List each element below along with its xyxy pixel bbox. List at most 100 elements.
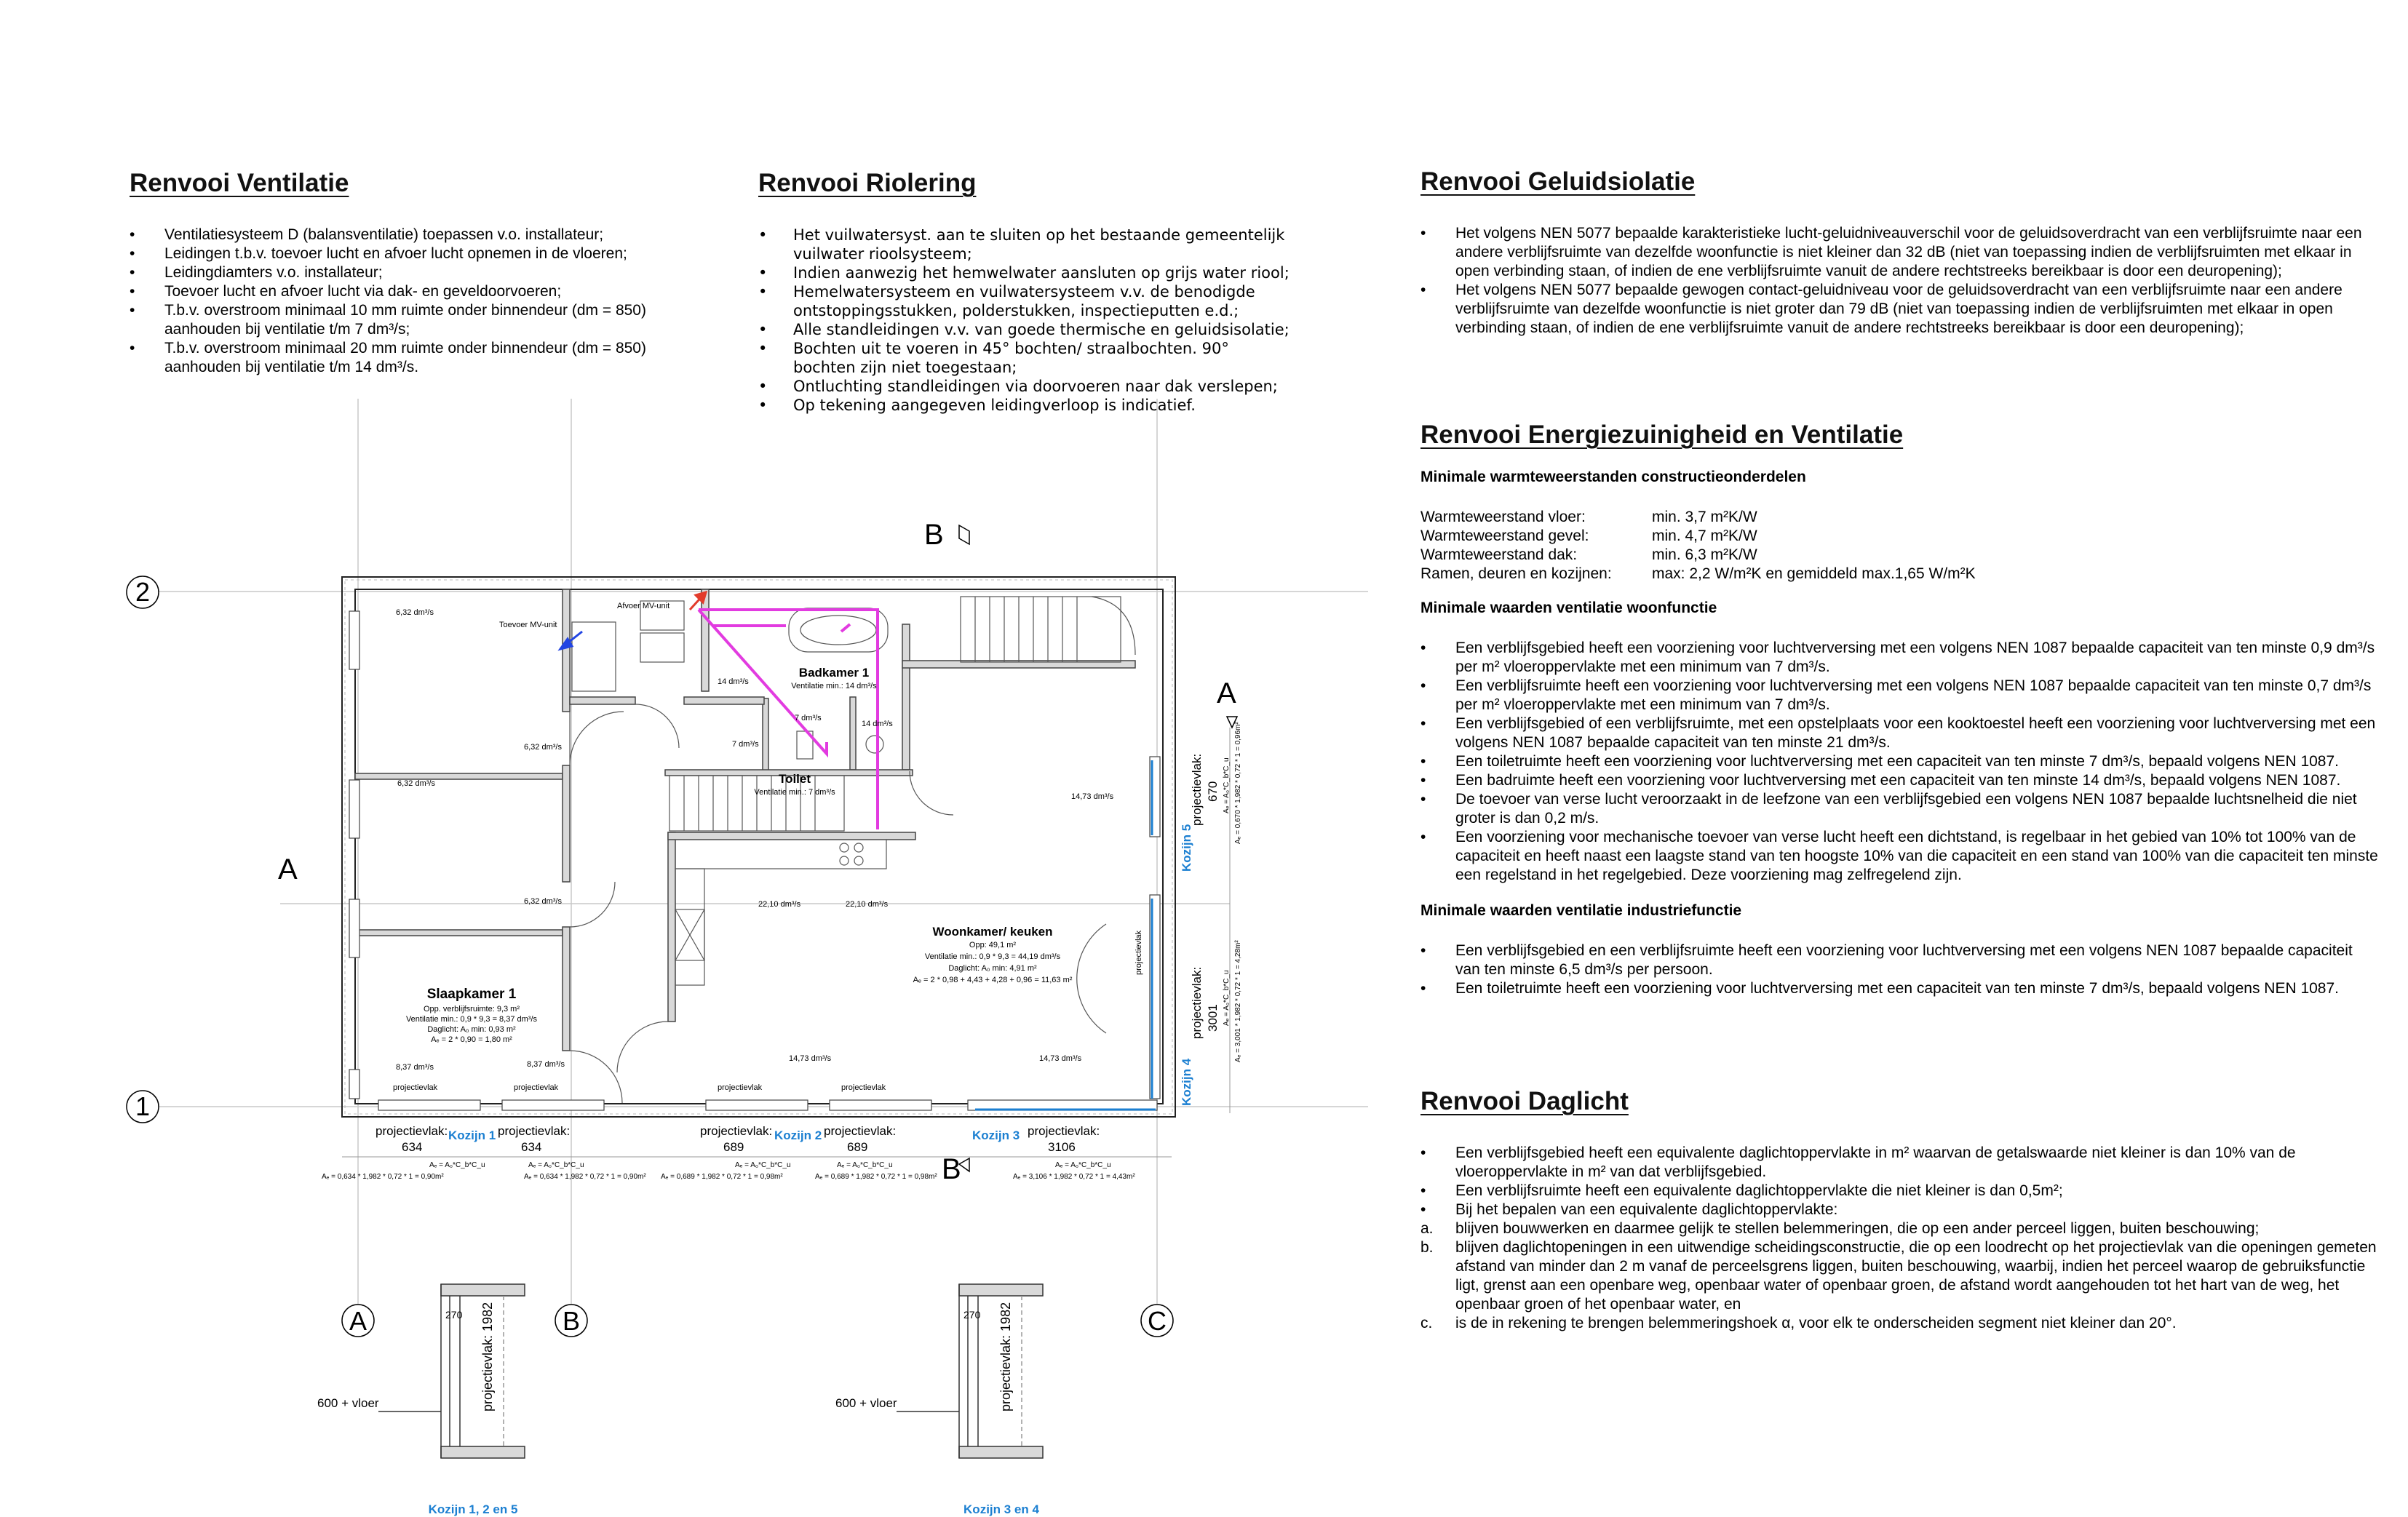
svg-text:projectievlak: projectievlak (718, 1083, 763, 1092)
svg-text:6,32 dm³/s: 6,32 dm³/s (397, 779, 435, 788)
list-item: Een toiletruimte heeft een voorziening v… (1420, 979, 2381, 998)
detail-caption-2: Kozijn 3 en 4 (963, 1502, 1039, 1516)
svg-text:270: 270 (963, 1309, 981, 1321)
energie-subtitle-woon: Minimale waarden ventilatie woonfunctie (1420, 600, 1717, 616)
svg-text:projectievlak: projectievlak (393, 1083, 438, 1092)
list-item: Ontluchting standleidingen via doorvoere… (758, 377, 1290, 396)
svg-text:3106: 3106 (1048, 1140, 1076, 1154)
svg-text:6,32 dm³/s: 6,32 dm³/s (524, 897, 562, 906)
kozijn-4-label: Kozijn 4 (1180, 1058, 1193, 1106)
svg-text:14,73 dm³/s: 14,73 dm³/s (789, 1054, 832, 1063)
list-item: Leidingen t.b.v. toevoer lucht en afvoer… (130, 244, 697, 263)
daglicht-section: Renvooi Daglicht Een verblijfsgebied hee… (1420, 1087, 2381, 1333)
svg-text:670: 670 (1206, 781, 1220, 802)
list-item: Ventilatiesysteem D (balansventilatie) t… (130, 226, 697, 244)
list-item: Leidingdiamters v.o. installateur; (130, 263, 697, 282)
svg-text:Aₑ = 0,670 * 1,982 * 0,72 * 1: Aₑ = 0,670 * 1,982 * 0,72 * 1 = 0,96m² (1234, 722, 1242, 844)
svg-text:Aₑ = A₀*C_b*C_u: Aₑ = A₀*C_b*C_u (735, 1161, 791, 1169)
svg-text:22,10 dm³/s: 22,10 dm³/s (846, 900, 889, 909)
kozijn-5-label: Kozijn 5 (1180, 824, 1193, 872)
section-marker-b-bottom: B (942, 1153, 961, 1185)
svg-text:Aₑ = A₀*C_b*C_u: Aₑ = A₀*C_b*C_u (528, 1161, 584, 1169)
svg-text:Aₑ = 0,689 * 1,982 * 0,72 * 1: Aₑ = 0,689 * 1,982 * 0,72 * 1 = 0,98m² (661, 1173, 783, 1181)
warmte-row: Warmteweerstand vloer:min. 3,7 m²K/W (1420, 509, 1757, 525)
window-detail-labels: projectievlak: 1982 projectievlak: 1982 … (317, 1302, 1039, 1516)
interior-walls (354, 589, 1136, 1051)
svg-text:6,32 dm³/s: 6,32 dm³/s (524, 743, 562, 752)
svg-text:689: 689 (847, 1140, 867, 1154)
svg-text:Ventilatie min.: 14 dm³/s: Ventilatie min.: 14 dm³/s (791, 682, 877, 690)
grid-marker-b (555, 1304, 588, 1337)
svg-text:Aₑ = 2 * 0,98 + 4,43 + 4,28 +: Aₑ = 2 * 0,98 + 4,43 + 4,28 + 0,96 = 11,… (913, 976, 1073, 984)
kozijn-2-label: Kozijn 2 (774, 1128, 822, 1142)
kitchen-counter (675, 839, 887, 986)
svg-text:projectievlak:: projectievlak: (824, 1124, 896, 1138)
svg-text:689: 689 (723, 1140, 744, 1154)
svg-text:Aₑ = 0,634 * 1,982 * 0,72 * 1: Aₑ = 0,634 * 1,982 * 0,72 * 1 = 0,90m² (524, 1173, 646, 1181)
list-item: Het vuilwatersyst. aan te sluiten op het… (758, 226, 1290, 263)
list-item: Een verblijfsgebied en een verblijfsruim… (1420, 941, 2381, 979)
list-item: Een verblijfsruimte heeft een equivalent… (1420, 1182, 2381, 1201)
svg-text:Daglicht: A₀ min: 0,93 m²: Daglicht: A₀ min: 0,93 m² (427, 1025, 516, 1034)
svg-text:Ventilatie min.: 7 dm³/s: Ventilatie min.: 7 dm³/s (754, 788, 835, 797)
list-item: Indien aanwezig het hemwelwater aanslute… (758, 263, 1290, 282)
door-swings (569, 704, 1107, 1104)
woonfunctie-list: Een verblijfsgebied heeft een voorzienin… (1420, 639, 2381, 885)
svg-text:7 dm³/s: 7 dm³/s (732, 740, 759, 749)
grid-markers: 2 1 A B C (126, 576, 1174, 1337)
ventilation-arrows (557, 590, 708, 651)
grid-marker-1 (126, 1090, 159, 1123)
svg-text:projectievlak:: projectievlak: (700, 1124, 772, 1138)
svg-text:6,32 dm³/s: 6,32 dm³/s (396, 608, 434, 617)
svg-text:Aₑ = 0,634 * 1,982 * 0,72 * 1: Aₑ = 0,634 * 1,982 * 0,72 * 1 = 0,90m² (322, 1173, 444, 1181)
svg-text:Aₑ = 3,001 * 1,982 * 0,72 * 1: Aₑ = 3,001 * 1,982 * 0,72 * 1 = 4,28m² (1234, 940, 1242, 1062)
svg-text:projectievlak:: projectievlak: (1190, 754, 1204, 826)
list-item: a.blijven bouwwerken en daarmee gelijk t… (1420, 1220, 2260, 1237)
section-marker-b-top: B (924, 519, 944, 551)
svg-text:B: B (563, 1306, 580, 1336)
svg-text:14,73 dm³/s: 14,73 dm³/s (1039, 1054, 1082, 1063)
svg-text:14 dm³/s: 14 dm³/s (718, 677, 749, 686)
list-item: Een verblijfsruimte heeft een voorzienin… (1420, 677, 2381, 714)
svg-text:projectievlak: projectievlak (1135, 930, 1143, 975)
list-item: T.b.v. overstroom minimaal 10 mm ruimte … (130, 301, 697, 339)
window-detail-1 (378, 1283, 525, 1459)
svg-text:Aₑ = A₀*C_b*C_u: Aₑ = A₀*C_b*C_u (1223, 757, 1231, 813)
svg-text:8,37 dm³/s: 8,37 dm³/s (396, 1063, 434, 1072)
list-item: Toevoer lucht en afvoer lucht via dak- e… (130, 282, 697, 301)
svg-text:Daglicht: A₀ min: 4,91 m²: Daglicht: A₀ min: 4,91 m² (948, 964, 1037, 973)
detail-caption-1: Kozijn 1, 2 en 5 (429, 1502, 518, 1516)
list-item: Op tekening aangegeven leidingverloop is… (758, 396, 1290, 415)
svg-text:projectievlak: projectievlak (841, 1083, 886, 1092)
section-markers: A A B B (278, 519, 1239, 1185)
svg-text:Aₑ = A₀*C_b*C_u: Aₑ = A₀*C_b*C_u (429, 1161, 485, 1169)
kozijn-3-label: Kozijn 3 (972, 1128, 1020, 1142)
list-item: Een verblijfsgebied heeft een equivalent… (1420, 1144, 2381, 1182)
list-item: Hemelwatersysteem en vuilwatersysteem v.… (758, 282, 1290, 320)
svg-text:Aₑ = 3,106 * 1,982 * 0,72 * 1: Aₑ = 3,106 * 1,982 * 0,72 * 1 = 4,43m² (1013, 1173, 1135, 1181)
grid-lines (156, 399, 1368, 1310)
geluid-list: Het volgens NEN 5077 bepaalde karakteris… (1420, 224, 2381, 338)
geluid-section: Renvooi Geluidsiolatie Het volgens NEN 5… (1420, 167, 2381, 338)
flow-labels: 6,32 dm³/s 6,32 dm³/s 6,32 dm³/s 6,32 dm… (396, 602, 1114, 1072)
list-item: Een voorziening voor mechanische toevoer… (1420, 828, 2381, 885)
svg-text:634: 634 (402, 1140, 422, 1154)
list-item: Het volgens NEN 5077 bepaalde karakteris… (1420, 224, 2381, 281)
list-item: Een toiletruimte heeft een voorziening v… (1420, 752, 2381, 771)
svg-text:Afvoer MV-unit: Afvoer MV-unit (617, 602, 669, 610)
energie-subtitle-warmte: Minimale warmteweerstanden constructieon… (1420, 469, 1806, 485)
list-item: b.blijven daglichtopeningen in een uitwe… (1420, 1239, 2377, 1313)
list-item: Het volgens NEN 5077 bepaalde gewogen co… (1420, 281, 2381, 338)
riolering-list: Het vuilwatersyst. aan te sluiten op het… (758, 226, 1290, 415)
svg-text:Opp: 49,1 m²: Opp: 49,1 m² (969, 941, 1017, 949)
energie-subtitle-industrie: Minimale waarden ventilatie industriefun… (1420, 902, 1742, 919)
svg-text:3001: 3001 (1206, 1004, 1220, 1032)
warmte-row: Warmteweerstand gevel:min. 4,7 m²K/W (1420, 527, 1757, 544)
svg-text:22,10 dm³/s: 22,10 dm³/s (758, 900, 801, 909)
list-item: c.is de in rekening te brengen belemmeri… (1420, 1315, 2177, 1331)
kozijn-1-label: Kozijn 1 (448, 1128, 496, 1142)
list-item: Bochten uit te voeren in 45° bochten/ st… (758, 339, 1290, 377)
list-item: De toevoer van verse lucht veroorzaakt i… (1420, 790, 2381, 828)
energie-section: Renvooi Energiezuinigheid en Ventilatie … (1420, 421, 2381, 998)
